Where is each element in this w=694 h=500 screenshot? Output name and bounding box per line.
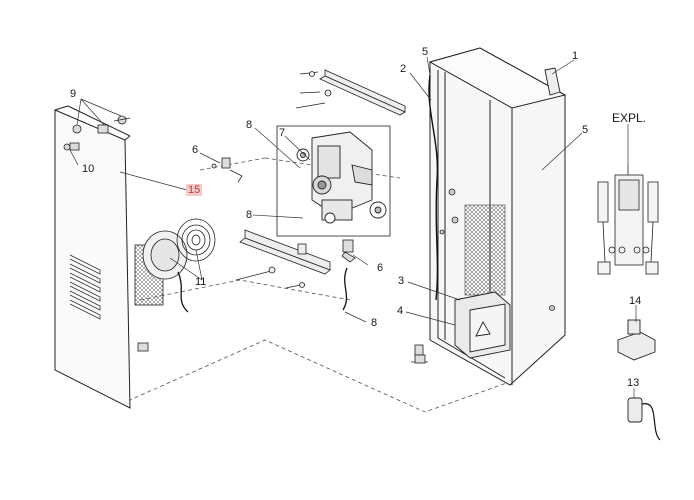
- bracket-item-6-lower: [341, 239, 356, 263]
- callout-13: 13: [627, 377, 640, 389]
- callout-2: 2: [400, 63, 407, 75]
- junction-box: [454, 291, 511, 359]
- part-item-13: [627, 397, 661, 441]
- callout-5-top: 5: [422, 46, 429, 58]
- callout-8-middle: 8: [246, 209, 253, 221]
- cable-clamp: [411, 344, 428, 364]
- cabinet-grille: [464, 204, 506, 296]
- cabinet-screws: [439, 188, 555, 311]
- callout-1: 1: [572, 50, 579, 62]
- screw-item-10: [63, 142, 80, 151]
- panel-clip: [137, 342, 149, 352]
- callout-11: 11: [195, 276, 207, 288]
- upper-rail: [295, 69, 406, 116]
- lower-rail: [235, 229, 331, 289]
- motor-assembly-box: [276, 125, 391, 237]
- cabinet-cable: [428, 74, 439, 301]
- part-item-14: [617, 319, 656, 361]
- fan-assembly: [134, 218, 216, 313]
- screws-item-9: [72, 115, 131, 134]
- vent-slots: [69, 254, 101, 320]
- callout-6-lower: 6: [377, 262, 384, 274]
- callout-3: 3: [398, 275, 405, 287]
- cabinet-handle: [544, 67, 561, 96]
- callout-9: 9: [70, 88, 77, 100]
- callout-14: 14: [629, 295, 642, 307]
- callout-15-highlighted[interactable]: 15: [186, 184, 203, 196]
- leader-lines: [69, 56, 637, 398]
- motor-gear-unit: [296, 131, 387, 224]
- bracket-item-6-upper: [211, 157, 243, 183]
- expl-label: EXPL.: [612, 111, 647, 125]
- front-cover-panel: [54, 105, 131, 409]
- callout-10: 10: [82, 163, 95, 175]
- callout-6-upper: 6: [192, 144, 199, 156]
- callout-5-right: 5: [582, 124, 589, 136]
- callout-7: 7: [279, 127, 286, 139]
- dashed-assembly-guide: [54, 157, 516, 413]
- callout-8-top: 8: [246, 119, 253, 131]
- expl-detail: [597, 165, 659, 275]
- callout-4: 4: [397, 305, 404, 317]
- callout-8-bottom: 8: [371, 317, 378, 329]
- cable-item-8: [342, 267, 348, 311]
